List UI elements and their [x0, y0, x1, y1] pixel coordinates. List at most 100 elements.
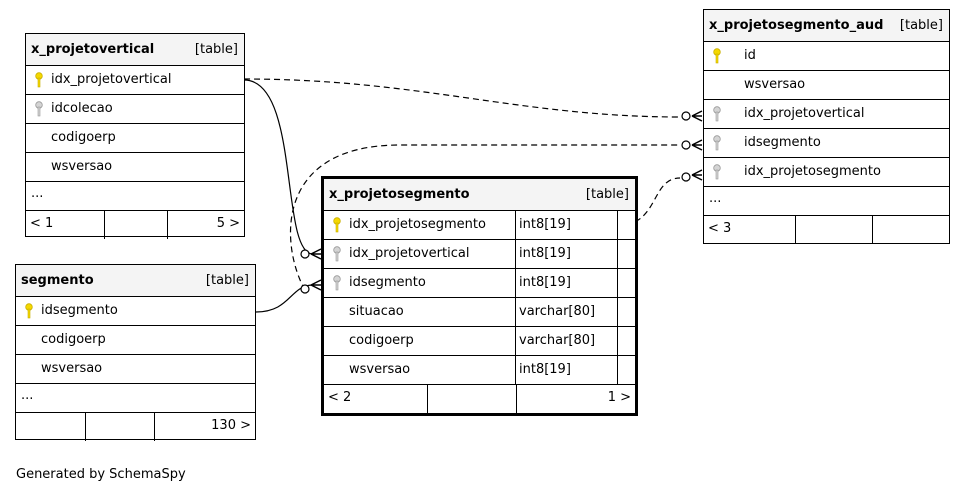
column-type-cell: varchar[80] — [515, 327, 617, 355]
table-header: segmento [table] — [16, 265, 255, 297]
table-footer: < 3 — [704, 216, 949, 244]
column-name: idx_projetovertical — [51, 72, 172, 87]
column-extra-cell — [617, 269, 635, 297]
column-type: varchar[80] — [519, 304, 596, 319]
parents-count-cell[interactable] — [16, 413, 86, 441]
table-footer: < 2 1 > — [324, 385, 635, 413]
table-header: x_projetovertical [table] — [26, 34, 244, 66]
column-row[interactable]: codigoerp — [26, 124, 244, 153]
column-type: int8[19] — [519, 275, 571, 290]
column-type: int8[19] — [519, 217, 571, 232]
parents-count-cell[interactable]: < 1 — [26, 211, 105, 239]
generated-by-note: Generated by SchemaSpy — [16, 467, 186, 482]
column-name: wsversao — [51, 159, 113, 174]
column-name: wsversao — [744, 77, 806, 92]
table-kind: [table] — [205, 273, 249, 288]
column-name: idcolecao — [51, 101, 113, 116]
column-row[interactable]: idsegmento int8[19] — [324, 269, 635, 298]
children-count: 130 > — [211, 418, 251, 433]
more-columns-row: ... — [26, 182, 244, 211]
table-name: segmento — [21, 273, 94, 288]
column-type-cell: varchar[80] — [515, 298, 617, 326]
column-row[interactable]: idx_projetovertical — [704, 100, 949, 129]
column-name: idx_projetosegmento — [349, 217, 486, 232]
table-kind: [table] — [194, 42, 238, 57]
children-count-cell[interactable]: 130 > — [155, 413, 255, 441]
column-row[interactable]: idx_projetosegmento int8[19] — [324, 211, 635, 240]
column-row[interactable]: wsversao — [26, 153, 244, 182]
column-type-cell: int8[19] — [515, 356, 617, 384]
column-row[interactable]: idcolecao — [26, 95, 244, 124]
column-name: idsegmento — [41, 303, 118, 318]
column-extra-cell — [617, 298, 635, 326]
relation-end-circle — [681, 111, 691, 121]
column-name: situacao — [349, 304, 404, 319]
column-name: wsversao — [349, 362, 411, 377]
parents-count-cell[interactable]: < 2 — [324, 385, 428, 413]
column-name: idsegmento — [349, 275, 426, 290]
relation-end-circle — [300, 284, 310, 294]
column-extra-cell — [617, 327, 635, 355]
column-row[interactable]: idsegmento — [16, 297, 255, 326]
relation-end-circle — [681, 172, 691, 182]
table-x-projetosegmento-aud[interactable]: x_projetosegmento_aud [table] id wsversa… — [703, 9, 950, 244]
crow-foot-icon — [691, 110, 703, 122]
table-footer: < 1 5 > — [26, 211, 244, 239]
relation-segmento-to-aud — [289, 144, 680, 291]
ellipsis: ... — [709, 191, 722, 206]
crow-foot-icon — [691, 139, 703, 151]
table-header: x_projetosegmento [table] — [324, 179, 635, 211]
relation-end-circle — [300, 249, 310, 259]
more-columns-row: ... — [704, 187, 949, 216]
foreign-key-icon — [333, 275, 341, 291]
column-row[interactable]: wsversao int8[19] — [324, 356, 635, 385]
foreign-key-icon — [713, 164, 721, 180]
column-name: idx_projetosegmento — [744, 164, 881, 179]
table-x-projetosegmento[interactable]: x_projetosegmento [table] idx_projetoseg… — [321, 176, 638, 416]
crow-foot-icon — [310, 248, 322, 260]
footer-middle-cell — [428, 385, 517, 413]
more-columns-row: ... — [16, 384, 255, 413]
table-segmento[interactable]: segmento [table] idsegmento codigoerp ws… — [15, 264, 256, 441]
column-extra-cell — [617, 211, 635, 239]
column-row[interactable]: wsversao — [16, 355, 255, 384]
ellipsis: ... — [31, 186, 44, 201]
column-type: int8[19] — [519, 362, 571, 377]
children-count-cell[interactable]: 1 > — [517, 385, 635, 413]
column-name: idx_projetovertical — [744, 106, 865, 121]
footer-middle-cell — [796, 216, 873, 244]
children-count-cell[interactable] — [873, 216, 949, 244]
column-row[interactable]: idx_projetovertical int8[19] — [324, 240, 635, 269]
column-type-cell: int8[19] — [515, 240, 617, 268]
foreign-key-icon — [35, 101, 43, 117]
column-row[interactable]: idx_projetosegmento — [704, 158, 949, 187]
parents-count: < 1 — [30, 216, 54, 231]
primary-key-icon — [333, 217, 341, 233]
parents-count-cell[interactable]: < 3 — [704, 216, 796, 244]
column-row[interactable]: idx_projetovertical — [26, 66, 244, 95]
relation-end-circle — [681, 140, 691, 150]
column-row[interactable]: codigoerp — [16, 326, 255, 355]
table-kind: [table] — [585, 187, 629, 202]
crow-foot-icon — [691, 169, 703, 181]
children-count-cell[interactable]: 5 > — [168, 211, 244, 239]
column-row[interactable]: wsversao — [704, 71, 949, 100]
column-row[interactable]: idsegmento — [704, 129, 949, 158]
relation-projetovertical-to-aud — [243, 78, 681, 118]
column-row[interactable]: situacao varchar[80] — [324, 298, 635, 327]
column-name: codigoerp — [349, 333, 414, 348]
children-count: 5 > — [216, 216, 240, 231]
table-x-projetovertical[interactable]: x_projetovertical [table] idx_projetover… — [25, 33, 245, 239]
foreign-key-icon — [333, 246, 341, 262]
column-name: idx_projetovertical — [349, 246, 470, 261]
column-extra-cell — [617, 356, 635, 384]
ellipsis: ... — [21, 388, 34, 403]
table-footer: 130 > — [16, 413, 255, 441]
footer-middle-cell — [105, 211, 168, 239]
table-header: x_projetosegmento_aud [table] — [704, 10, 949, 42]
column-name: codigoerp — [41, 332, 106, 347]
column-row[interactable]: id — [704, 42, 949, 71]
column-row[interactable]: codigoerp varchar[80] — [324, 327, 635, 356]
relation-projetovertical-to-projetosegmento — [243, 79, 313, 255]
column-name: codigoerp — [51, 130, 116, 145]
